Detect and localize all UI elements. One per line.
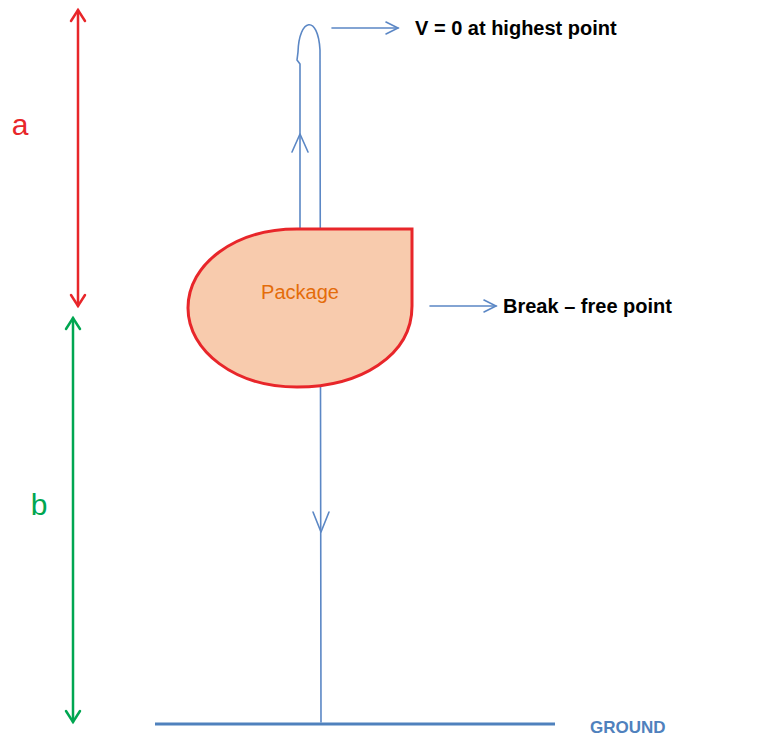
dimension-label: a (12, 108, 29, 143)
callout-note: V = 0 at highest point (415, 17, 617, 40)
ground-label: GROUND (590, 718, 666, 738)
dimension-arrow (71, 10, 85, 306)
package-shape: Package (185, 226, 415, 390)
dimension-label: b (31, 488, 48, 523)
node-label: Package (261, 281, 339, 304)
callout-note: Break – free point (503, 295, 672, 318)
dimension-arrow (66, 318, 80, 722)
package-outline-path (188, 229, 412, 387)
package-outline (185, 226, 415, 390)
ground-line (155, 723, 555, 726)
